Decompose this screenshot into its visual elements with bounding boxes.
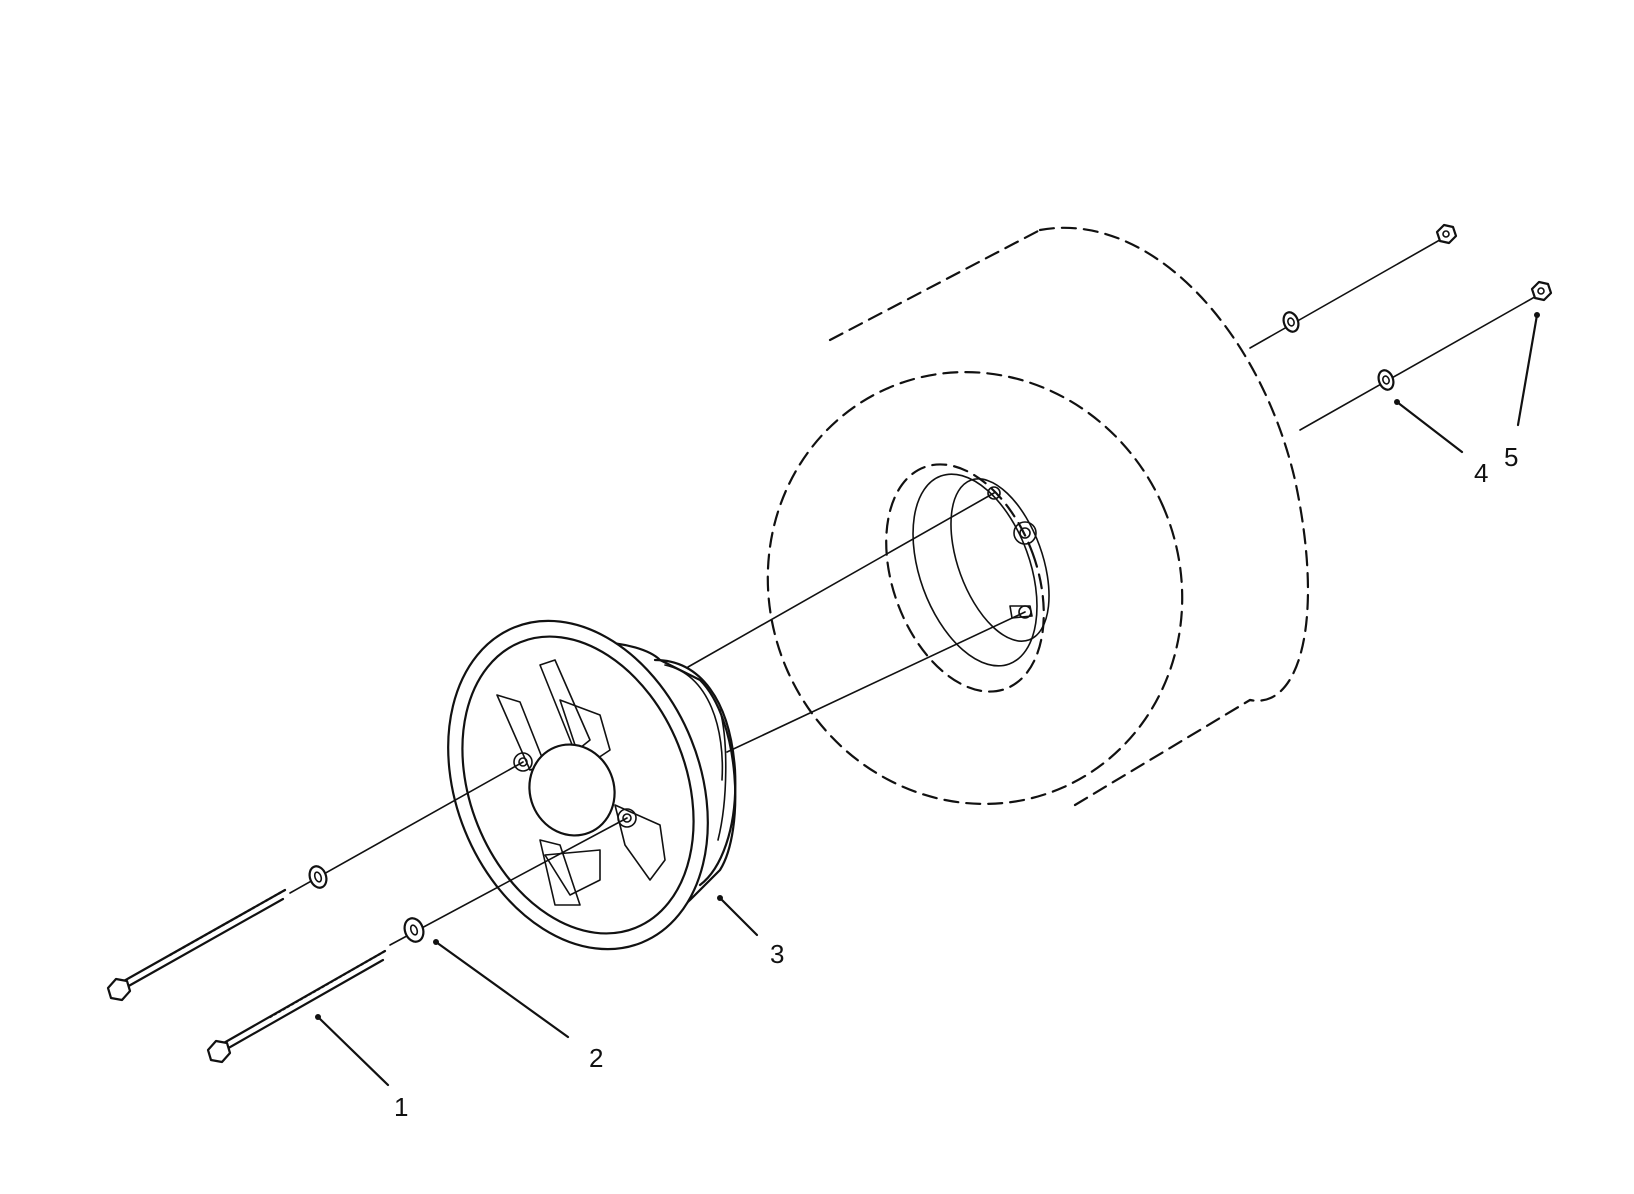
callout-2: 2 bbox=[589, 1043, 604, 1073]
callout-4: 4 bbox=[1474, 458, 1489, 488]
leader-lines bbox=[315, 312, 1540, 1087]
tire-hub bbox=[912, 473, 1050, 667]
flat-washer-upper bbox=[308, 865, 328, 889]
carriage-bolt-upper bbox=[106, 888, 287, 1002]
callout-1: 1 bbox=[394, 1092, 409, 1122]
hex-nut-lower bbox=[1530, 280, 1553, 302]
callout-5: 5 bbox=[1504, 442, 1519, 472]
hex-nut-upper bbox=[1435, 223, 1458, 245]
assembly-centerlines bbox=[289, 236, 1541, 946]
flat-washer-lower bbox=[403, 917, 425, 943]
callout-3: 3 bbox=[770, 939, 785, 969]
wheel-weight bbox=[447, 619, 737, 951]
lock-washer-upper bbox=[1282, 311, 1300, 333]
lock-washer-lower bbox=[1377, 369, 1395, 391]
carriage-bolt-lower bbox=[206, 949, 387, 1064]
tire-phantom bbox=[766, 226, 1310, 807]
